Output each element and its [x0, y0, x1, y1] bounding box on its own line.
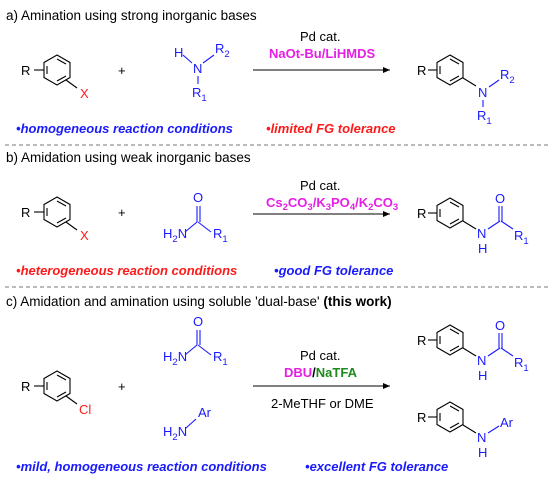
svg-text:H2N: H2N: [163, 349, 187, 368]
svg-text:R1: R1: [477, 108, 492, 127]
section-a: a) Amination using strong inorganic base…: [6, 8, 515, 136]
section-c: c) Amidation and amination using soluble…: [6, 294, 529, 474]
svg-text:N: N: [477, 226, 486, 241]
amide-reagent-c: H2N O R1: [163, 314, 228, 368]
svg-text:R: R: [417, 206, 426, 221]
catalyst-label-c: Pd cat.: [300, 348, 340, 363]
section-b: b) Amidation using weak inorganic bases …: [6, 150, 529, 278]
plus-sign: +: [118, 63, 126, 78]
r-label: R: [21, 63, 30, 78]
svg-text:O: O: [193, 314, 203, 329]
product-amide-b: R N H O R1: [417, 191, 529, 256]
product-amine-a: R N R2 R1: [417, 54, 515, 127]
r1-label: R1: [192, 85, 207, 104]
base-reagent-b: Cs2CO3/K3PO4/K2CO3: [266, 195, 398, 213]
note-c-right: •excellent FG tolerance: [305, 459, 448, 474]
catalyst-label-b: Pd cat.: [300, 178, 340, 193]
svg-text:Ar: Ar: [198, 405, 212, 420]
svg-text:H: H: [478, 241, 487, 256]
c-x-bond: [65, 79, 78, 89]
svg-text:H2N: H2N: [163, 226, 187, 245]
section-a-header: a) Amination using strong inorganic base…: [6, 8, 257, 23]
svg-text:+: +: [118, 379, 126, 394]
catalyst-label-a: Pd cat.: [300, 29, 340, 44]
svg-text:R1: R1: [514, 228, 529, 247]
note-a-left: •homogeneous reaction conditions: [16, 121, 233, 136]
section-c-header: c) Amidation and amination using soluble…: [6, 294, 392, 309]
svg-text:R: R: [21, 205, 30, 220]
svg-text:R1: R1: [213, 226, 228, 245]
benzene-ring: [436, 401, 464, 433]
h-label: H: [174, 45, 183, 60]
svg-text:R: R: [417, 333, 426, 348]
svg-text:Cl: Cl: [79, 402, 91, 417]
aryl-halide-a: R X: [21, 54, 89, 101]
note-c-left: •mild, homogeneous reaction conditions: [16, 459, 267, 474]
dual-base-label: DBU/NaTFA: [284, 365, 358, 380]
amine-reagent-a: H N R2 R1: [174, 41, 230, 104]
n-label: N: [193, 61, 202, 76]
note-a-right: •limited FG tolerance: [266, 121, 396, 136]
svg-text:N: N: [477, 353, 486, 368]
benzene-ring: [436, 197, 464, 229]
aryl-halide-b: R X: [21, 196, 89, 243]
svg-text:R1: R1: [213, 349, 228, 368]
benzene-ring: [436, 324, 464, 356]
r2-label: R2: [215, 41, 230, 60]
amide-reagent-b: H2N O R1: [163, 190, 228, 245]
note-b-left: •heterogeneous reaction conditions: [16, 263, 237, 278]
section-b-header: b) Amidation using weak inorganic bases: [6, 150, 251, 165]
svg-text:O: O: [495, 318, 505, 333]
arylamine-reagent-c: H2N Ar: [163, 405, 212, 443]
svg-text:R: R: [21, 379, 30, 394]
svg-text:R: R: [417, 63, 426, 78]
svg-text:Ar: Ar: [500, 415, 514, 430]
product-arylamine-c: R N H Ar: [417, 401, 514, 460]
svg-text:R: R: [417, 410, 426, 425]
svg-text:O: O: [193, 190, 203, 205]
svg-text:H: H: [478, 368, 487, 383]
svg-text:R2: R2: [500, 67, 515, 86]
svg-text:N: N: [478, 85, 487, 100]
svg-text:O: O: [495, 191, 505, 206]
solvent-label: 2-MeTHF or DME: [271, 396, 374, 411]
note-b-right: •good FG tolerance: [274, 263, 393, 278]
base-reagent-a: NaOt-Bu/LiHMDS: [269, 46, 375, 61]
svg-text:X: X: [80, 228, 89, 243]
x-label: X: [80, 86, 89, 101]
svg-text:R1: R1: [514, 355, 529, 374]
svg-text:H2N: H2N: [163, 424, 187, 443]
product-amide-c: R N H O R1: [417, 318, 529, 383]
svg-text:H: H: [478, 445, 487, 460]
svg-text:+: +: [118, 205, 126, 220]
svg-text:N: N: [477, 430, 486, 445]
aryl-chloride-c: R Cl: [21, 370, 91, 417]
benzene-ring: [436, 54, 464, 86]
